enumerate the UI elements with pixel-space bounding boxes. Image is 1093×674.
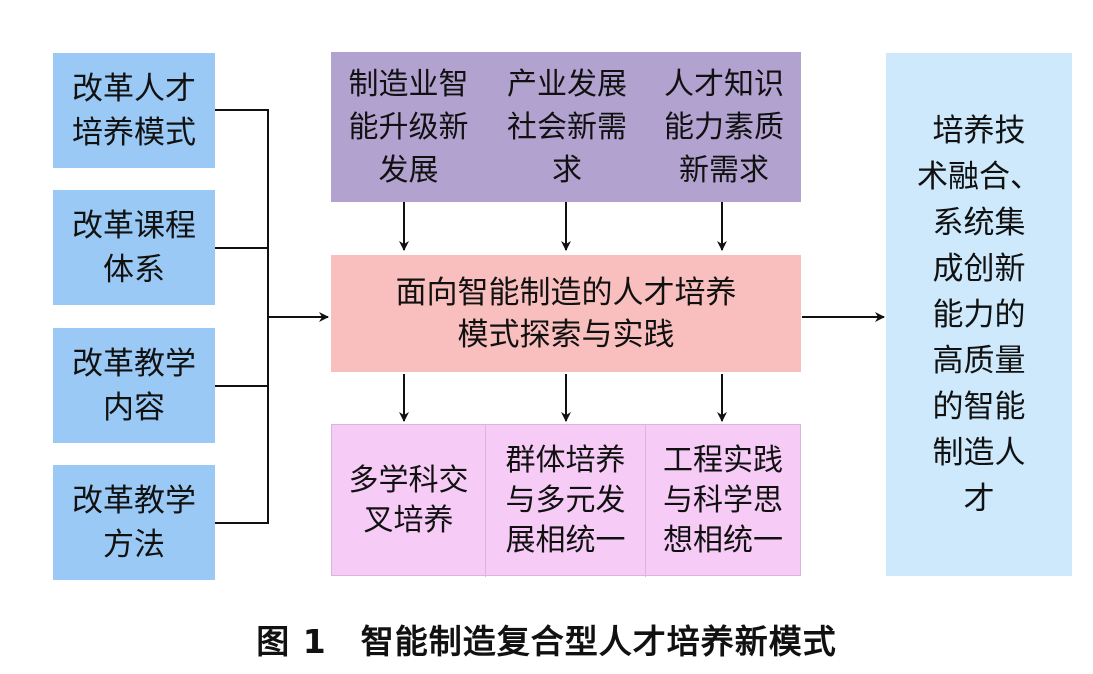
top-group: 制造业智 能升级新 发展 产业发展 社会新需 求 人才知识 能力素质 新需求 — [331, 52, 801, 202]
left-box-1: 改革人才 培养模式 — [53, 53, 215, 168]
top-box-2: 产业发展 社会新需 求 — [507, 66, 627, 188]
bottom-box-2: 群体培养 与多元发 展相统一 — [486, 425, 646, 577]
left-box-3: 改革教学 内容 — [53, 328, 215, 443]
bottom-group: 多学科交 叉培养 群体培养 与多元发 展相统一 工程实践 与科学思 想相统一 — [331, 424, 801, 577]
top-box-3: 人才知识 能力素质 新需求 — [664, 66, 784, 188]
figure-caption: 图 1 智能制造复合型人才培养新模式 — [256, 622, 837, 661]
bottom-box-3: 工程实践 与科学思 想相统一 — [663, 443, 783, 558]
left-box-4: 改革教学 方法 — [53, 465, 215, 580]
top-box-1: 制造业智 能升级新 发展 — [348, 66, 469, 188]
left-box-2: 改革课程 体系 — [53, 190, 215, 305]
right-box: 培养技 术融合、 系统集 成创新 能力的 高质量 的智能 制造人 才 — [886, 53, 1072, 576]
center-box: 面向智能制造的人才培养 模式探索与实践 — [331, 255, 801, 372]
bottom-box-1: 多学科交 叉培养 — [332, 425, 486, 577]
